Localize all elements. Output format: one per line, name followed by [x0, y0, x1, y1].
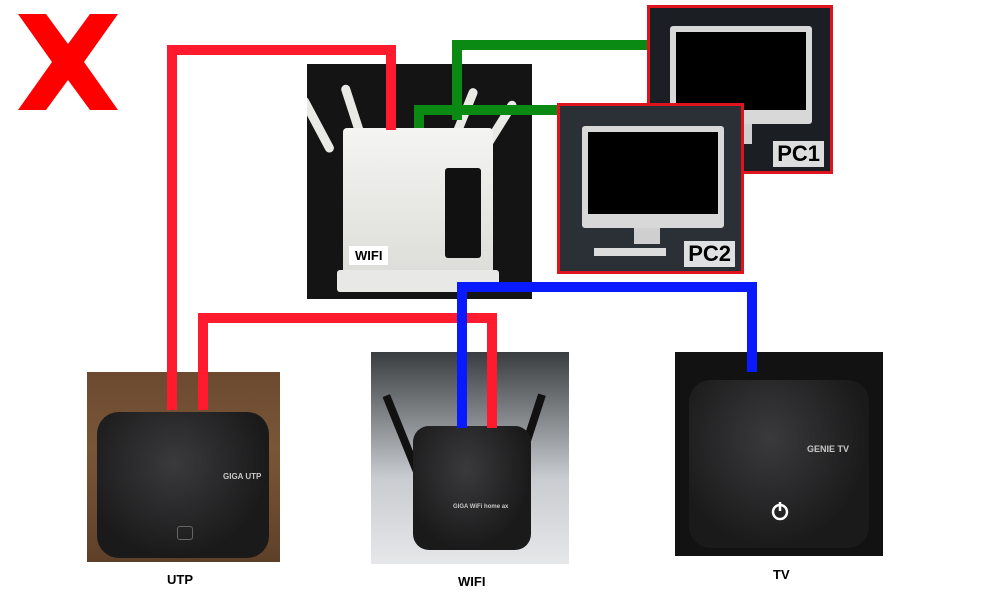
- wps-button: [177, 526, 193, 540]
- utp-photo: GIGA UTP: [87, 372, 280, 562]
- monitor-stand: [634, 228, 660, 244]
- utp-device: GIGA UTP: [97, 412, 269, 558]
- router-status-panel: [445, 168, 481, 258]
- power-icon: [771, 502, 789, 521]
- antenna-icon: [307, 95, 336, 155]
- monitor-icon: [582, 126, 724, 228]
- tv-caption: TV: [773, 567, 790, 582]
- tv-brand-text: GENIE TV: [807, 444, 850, 454]
- tv-box-photo: GENIE TV: [675, 352, 883, 556]
- x-mark-icon: [18, 14, 118, 110]
- keyboard: [594, 248, 666, 256]
- pc2-label: PC2: [684, 241, 735, 267]
- wifi-ap-photo: GIGA WiFi home ax: [371, 352, 569, 564]
- wifi-ap-device: GIGA WiFi home ax: [413, 426, 531, 550]
- router-stand: [337, 270, 499, 292]
- wifi-router-photo: WIFI: [307, 64, 532, 299]
- pc1-label: PC1: [773, 141, 824, 167]
- tv-box-device: GENIE TV: [689, 380, 869, 548]
- utp-caption: UTP: [167, 572, 193, 587]
- wifi-brand-text: GIGA WiFi home ax: [453, 504, 509, 510]
- utp-brand-text: GIGA UTP: [223, 472, 262, 481]
- pc2-photo: PC2: [557, 103, 744, 274]
- wifi-caption: WIFI: [458, 574, 486, 589]
- router-label: WIFI: [349, 246, 389, 265]
